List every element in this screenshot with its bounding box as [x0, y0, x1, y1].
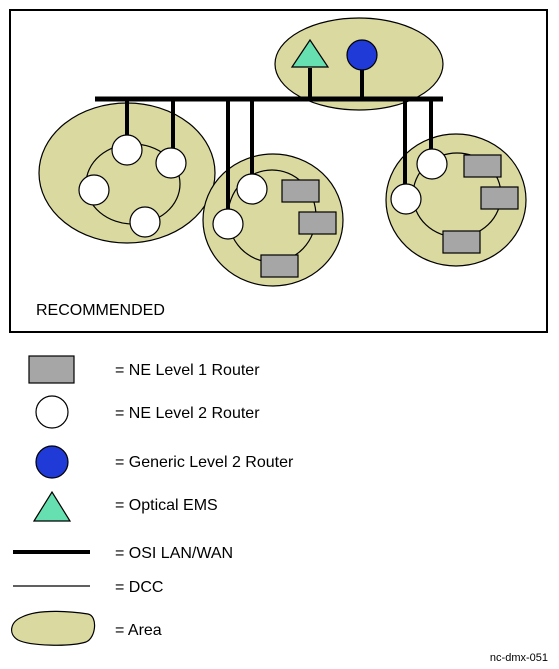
legend-ne-level2-swatch: [35, 395, 69, 429]
legend-label-generic-level2: = Generic Level 2 Router: [115, 454, 294, 471]
legend-label-ne-level2: = NE Level 2 Router: [115, 405, 260, 422]
ne-level1-router-node: [260, 254, 299, 278]
ne-level2-router-node: [236, 173, 268, 205]
legend: = NE Level 1 Router = NE Level 2 Router …: [11, 355, 294, 646]
ne-level2-router-node: [155, 147, 187, 179]
legend-label-area: = Area: [115, 622, 162, 639]
legend-label-optical-ems: = Optical EMS: [115, 497, 218, 514]
ne-level1-router-node: [463, 154, 502, 178]
ne-level2-router-node: [390, 183, 422, 215]
legend-label-ne-level1: = NE Level 1 Router: [115, 362, 260, 379]
ne-level1-router-node: [298, 211, 337, 235]
optical-ems-node: [290, 38, 330, 68]
ne-level2-router-node: [111, 134, 143, 166]
legend-label-osi-lan-wan: = OSI LAN/WAN: [115, 545, 233, 562]
legend-area-swatch: [11, 610, 96, 646]
legend-optical-ems-swatch: [32, 490, 72, 522]
generic-level2-router-node: [346, 39, 378, 71]
legend-ne-level1-swatch: [28, 355, 75, 384]
ne-level2-router-node: [416, 148, 448, 180]
ne-level2-router-node: [129, 206, 161, 238]
ne-level1-router-node: [442, 230, 481, 254]
ne-level1-router-node: [480, 186, 519, 210]
legend-label-dcc: = DCC: [115, 579, 163, 596]
ne-level2-router-node: [212, 208, 244, 240]
ne-level1-router-node: [281, 179, 320, 203]
legend-generic-level2-swatch: [35, 445, 69, 479]
diagram-caption: RECOMMENDED: [36, 302, 165, 319]
ne-level2-router-node: [78, 174, 110, 206]
figure-id: nc-dmx-051: [490, 652, 548, 664]
